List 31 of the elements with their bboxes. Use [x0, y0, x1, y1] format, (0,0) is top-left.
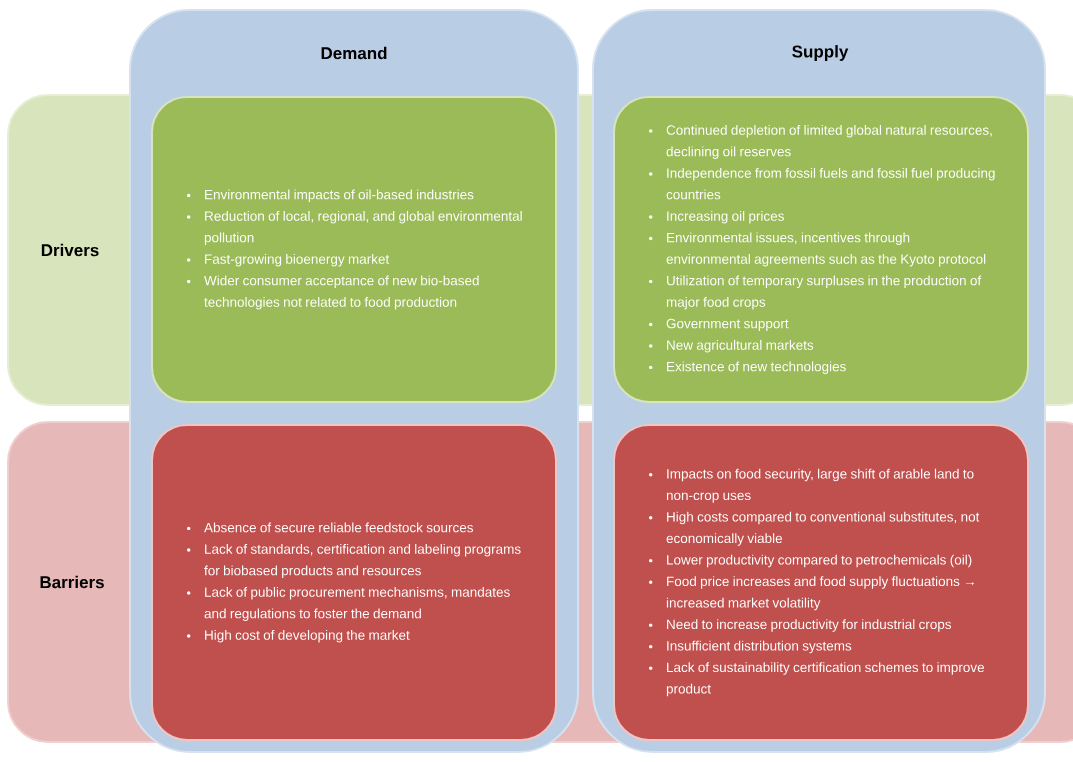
bullet-item: Food price increases and food supply fluctuations → increased market volatility — [649, 576, 974, 611]
row-heading: Barriers — [40, 575, 104, 589]
bullet-item: High costs compared to conventional substitutes, not economically viable — [649, 511, 980, 546]
bullet-item: Continued depletion of limited global natural resources, declining oil reserves — [649, 124, 992, 160]
bullet-item: Insufficient distribution systems — [649, 640, 852, 654]
bullet-item: Independence from fossil fuels and fossil fuel producing countries — [649, 167, 995, 200]
bullet-item: Lack of sustainability certification schemes to improve product — [649, 662, 984, 697]
bullet-item: Lack of public procurement mechanisms, mandates and regulations to foster the demand — [187, 586, 510, 622]
bullet-item: High cost of developing the market — [187, 629, 410, 643]
barrier-box — [151, 424, 557, 741]
bullet-item: Utilization of temporary surpluses in the production of major food crops — [649, 275, 982, 310]
bullet-item: New agricultural markets — [649, 339, 814, 353]
bullet-item: Impacts on food security, large shift of arable land to non-crop uses — [649, 468, 974, 503]
bullet-item: Lower productivity compared to petrochemicals (oil) — [649, 554, 972, 568]
bullet-item: Fast-growing bioenergy market — [187, 253, 390, 267]
bullet-item: Increasing oil prices — [649, 210, 784, 224]
bullet-item: Absence of secure reliable feedstock sources — [187, 522, 474, 533]
bullet-item: Existence of new technologies — [649, 361, 846, 375]
driver-box — [613, 96, 1029, 403]
bullet-item: Environmental impacts of oil-based industries — [187, 189, 474, 203]
bullet-item: Need to increase productivity for industrial crops — [649, 619, 952, 632]
bullet-item: Wider consumer acceptance of new bio-based technologies not related to food production — [187, 275, 479, 310]
bullet-item: Reduction of local, regional, and global environmental pollution — [187, 210, 522, 246]
driver-box — [151, 96, 557, 403]
barrier-box — [613, 424, 1029, 741]
column-heading: Demand — [321, 46, 387, 60]
bullet-item: Lack of standards, certification and labeling programs for biobased products and resources — [187, 543, 521, 579]
row-heading: Drivers — [41, 243, 99, 257]
bullet-item: Government support — [649, 318, 789, 332]
column-heading: Supply — [792, 45, 849, 61]
bullet-item: Environmental issues, incentives through environmental agreements such as the Kyoto protocol — [649, 232, 986, 267]
